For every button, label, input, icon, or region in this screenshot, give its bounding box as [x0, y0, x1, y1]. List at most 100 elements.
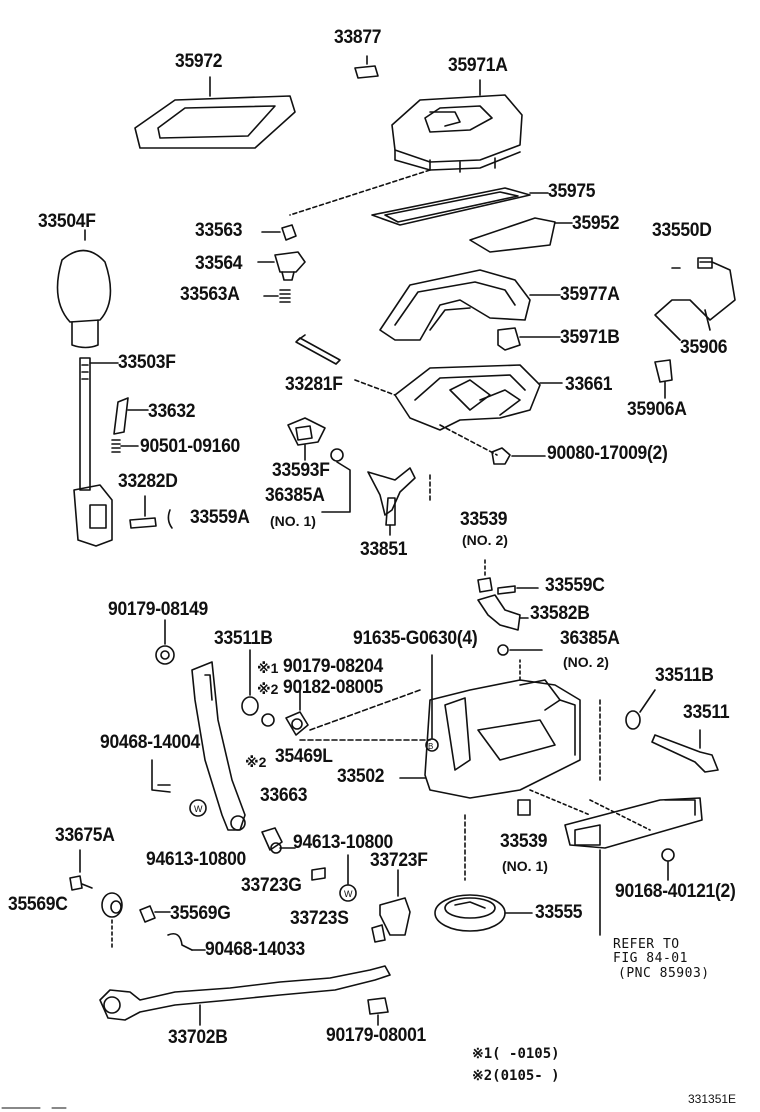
label-33663: 33663	[260, 785, 308, 806]
label-90468-14004: 90468-14004	[100, 732, 201, 753]
label-33723G: 33723G	[241, 875, 302, 896]
label-33511: 33511	[683, 702, 730, 723]
reference-line-2: FIG 84-01	[613, 951, 688, 966]
lever-33582B-drawing	[477, 594, 529, 631]
label-33559A: 33559A	[190, 507, 250, 528]
clip-33559C-drawing	[497, 585, 539, 595]
reference-line-3: (PNC 85903)	[618, 966, 710, 981]
label-33675A: 33675A	[55, 825, 115, 846]
nut-90179-08001-drawing	[367, 997, 389, 1026]
nut-90179-08204-drawing	[261, 713, 275, 727]
label-33539-no1-qualifier: (NO. 1)	[502, 858, 548, 874]
lever-33663-drawing	[191, 661, 246, 831]
lever-33851-drawing	[367, 467, 431, 536]
label-35569C: 35569C	[8, 894, 68, 915]
label-33550D: 33550D	[652, 220, 712, 241]
label-36385A-no1-qualifier: (NO. 1)	[270, 513, 316, 529]
mark-note-2b: ※2	[245, 754, 267, 770]
pin-33282D-drawing	[129, 495, 157, 529]
label-90468-14033: 90468-14033	[205, 939, 306, 960]
clip-35971B-drawing	[497, 327, 561, 351]
label-35906A: 35906A	[627, 399, 687, 420]
label-94613-10800-a: 94613-10800	[146, 849, 247, 870]
bolt-33675A-drawing	[69, 849, 93, 891]
label-33593F: 33593F	[272, 460, 330, 481]
label-33511B-left: 33511B	[214, 628, 273, 649]
reference-line-1: REFER TO	[613, 937, 680, 952]
nut-90080-drawing	[491, 447, 546, 465]
label-33702B: 33702B	[168, 1027, 228, 1048]
label-90182-08005: 90182-08005	[283, 677, 384, 698]
spring-90501-drawing	[111, 439, 139, 453]
washer-94613-a-drawing: W	[189, 799, 207, 817]
pin-33632-drawing	[113, 397, 149, 435]
label-plate-33877-drawing	[354, 55, 379, 79]
bushing-33539-no2-drawing	[477, 559, 493, 593]
mark-note-1: ※1	[257, 660, 279, 676]
label-90179-08204: 90179-08204	[283, 656, 384, 677]
switch-assembly-drawing	[564, 797, 703, 936]
label-33281F: 33281F	[285, 374, 343, 395]
label-91635-G0630: 91635-G0630(4)	[353, 628, 478, 649]
label-35469L: 35469L	[275, 746, 333, 767]
pin-33723G-drawing	[311, 867, 326, 881]
label-33563: 33563	[195, 220, 243, 241]
label-36385A-no2: 36385A	[560, 628, 620, 649]
bushing-33539-no1-drawing	[517, 789, 591, 816]
bracket-33593F-drawing	[287, 417, 326, 461]
panel-35977A-drawing	[379, 269, 561, 341]
label-35971A: 35971A	[448, 55, 508, 76]
washer-36385A-no1-drawing	[321, 448, 351, 513]
label-33632: 33632	[148, 401, 196, 422]
shift-lever-33503F-drawing	[73, 357, 119, 547]
label-33504F: 33504F	[38, 211, 96, 232]
label-35977A: 35977A	[560, 284, 620, 305]
bushing-35469L-drawing	[285, 689, 309, 736]
label-94613-10800-b: 94613-10800	[293, 832, 394, 853]
label-33851: 33851	[360, 539, 408, 560]
clip-90468-14033-drawing	[167, 932, 206, 951]
label-33555: 33555	[535, 902, 583, 923]
washer-36385A-no2-drawing	[497, 644, 543, 656]
knob-33504F-drawing	[56, 229, 112, 349]
indicator-housing-35971A-drawing	[391, 79, 523, 173]
label-33559C: 33559C	[545, 575, 605, 596]
svg-text:W: W	[344, 889, 353, 899]
label-33502: 33502	[337, 766, 385, 787]
label-35906: 35906	[680, 337, 728, 358]
nut-90179-08149-drawing	[155, 619, 175, 665]
label-33511B-right: 33511B	[655, 665, 714, 686]
label-90179-08149: 90179-08149	[108, 599, 209, 620]
label-35952: 35952	[572, 213, 620, 234]
label-33539-no2: 33539	[460, 509, 508, 530]
label-33503F: 33503F	[118, 352, 176, 373]
label-36385A-no2-qualifier: (NO. 2)	[563, 654, 609, 670]
mark-note-2: ※2	[257, 681, 279, 697]
label-35971B: 35971B	[560, 327, 620, 348]
label-33539-no1: 33539	[500, 831, 548, 852]
diagram-code: 331351E	[688, 1092, 737, 1106]
housing-33661-drawing	[394, 364, 563, 431]
clip-33563-drawing	[261, 224, 297, 241]
label-33563A: 33563A	[180, 284, 240, 305]
clip-33723F-drawing	[371, 869, 411, 943]
label-90168-40121: 90168-40121(2)	[615, 881, 736, 902]
bushing-35569G-drawing	[139, 905, 171, 923]
wire-35906-drawing	[654, 257, 736, 341]
bezel-35972-drawing	[134, 76, 296, 149]
label-90501-09160: 90501-09160	[140, 436, 241, 457]
svg-text:W: W	[194, 804, 203, 814]
boot-33555-drawing	[434, 894, 533, 932]
nut-94613-b-drawing: W	[261, 827, 357, 902]
label-33723F: 33723F	[370, 850, 428, 871]
pin-33511-drawing	[651, 729, 719, 773]
svg-text:B: B	[428, 742, 433, 751]
button-33564-drawing	[257, 251, 306, 281]
footnote-2: ※2(0105- )	[472, 1068, 560, 1084]
label-33877: 33877	[334, 27, 382, 48]
pin-33281F-drawing	[295, 334, 341, 365]
washer-33511B-left-drawing	[241, 649, 259, 716]
cover-35952-drawing	[469, 217, 573, 253]
